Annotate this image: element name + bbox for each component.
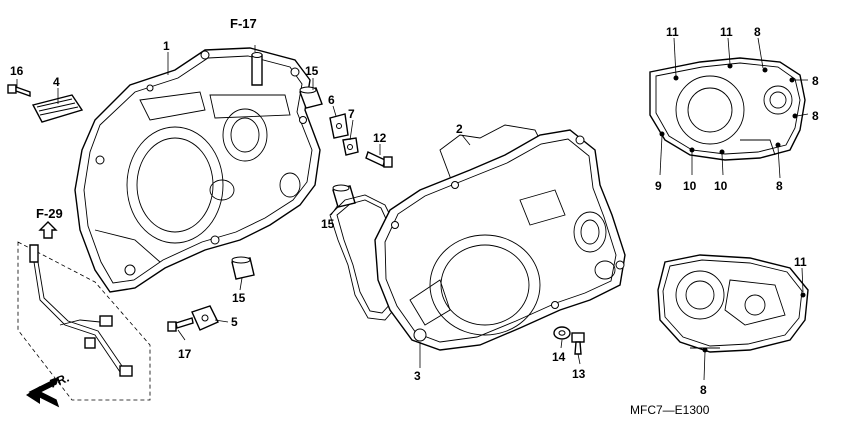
- callout-5: 5: [231, 315, 238, 329]
- callout-13: 13: [572, 367, 586, 381]
- callout-9: 9: [655, 179, 662, 193]
- diagram-code: MFC7—E1300: [630, 403, 710, 417]
- callout-3: 3: [414, 369, 421, 383]
- callout-17: 17: [178, 347, 192, 361]
- oil-pipe-f29-box: [17, 241, 151, 401]
- oil-strainer-screen: [31, 94, 84, 123]
- reference-arrow-f29: [38, 221, 58, 239]
- reference-f29: F-29: [36, 206, 63, 221]
- clamp-7: [342, 137, 359, 156]
- dowel-pin-lower: [231, 256, 255, 280]
- left-crankcase-half: [74, 47, 321, 293]
- right-crankcase-half: [374, 129, 626, 351]
- callout-14: 14: [552, 350, 566, 364]
- callout-4: 4: [53, 75, 60, 89]
- reference-f17: F-17: [230, 16, 257, 31]
- crankcase-side-view-lower: [657, 254, 809, 353]
- bolt-12: [365, 151, 393, 168]
- crankcase-side-view-upper: [649, 57, 806, 161]
- bolt-17: [167, 317, 194, 332]
- callout-11-a: 11: [666, 25, 679, 39]
- callout-11-c: 11: [794, 255, 807, 269]
- callout-8-a: 8: [754, 25, 761, 39]
- callout-16: 16: [10, 64, 24, 78]
- callout-6: 6: [328, 93, 335, 107]
- callout-8-e: 8: [700, 383, 707, 397]
- callout-10-b: 10: [714, 179, 728, 193]
- callout-2: 2: [456, 122, 463, 136]
- drain-bolt-13: [571, 332, 585, 355]
- clip-6: [329, 113, 349, 139]
- callout-8-b: 8: [812, 74, 819, 88]
- callout-7: 7: [348, 107, 355, 121]
- dowel-pin-middle: [332, 184, 356, 208]
- callout-11-b: 11: [720, 25, 733, 39]
- callout-1: 1: [163, 39, 170, 53]
- front-direction-arrow: [26, 376, 60, 408]
- setting-plate-5: [191, 305, 219, 331]
- dowel-pin-upper: [299, 86, 323, 109]
- callout-10-a: 10: [683, 179, 697, 193]
- washer-14: [553, 326, 571, 340]
- front-label: FR.: [48, 371, 71, 391]
- bolt-16: [7, 84, 31, 97]
- callout-8-c: 8: [812, 109, 819, 123]
- callout-15-middle: 15: [321, 217, 335, 231]
- callout-15-lower: 15: [232, 291, 246, 305]
- breather-pipe-fitting: [251, 45, 263, 86]
- callout-15-upper: 15: [305, 64, 319, 78]
- callout-12: 12: [373, 131, 387, 145]
- callout-8-d: 8: [776, 179, 783, 193]
- leader-lines: [16, 37, 809, 381]
